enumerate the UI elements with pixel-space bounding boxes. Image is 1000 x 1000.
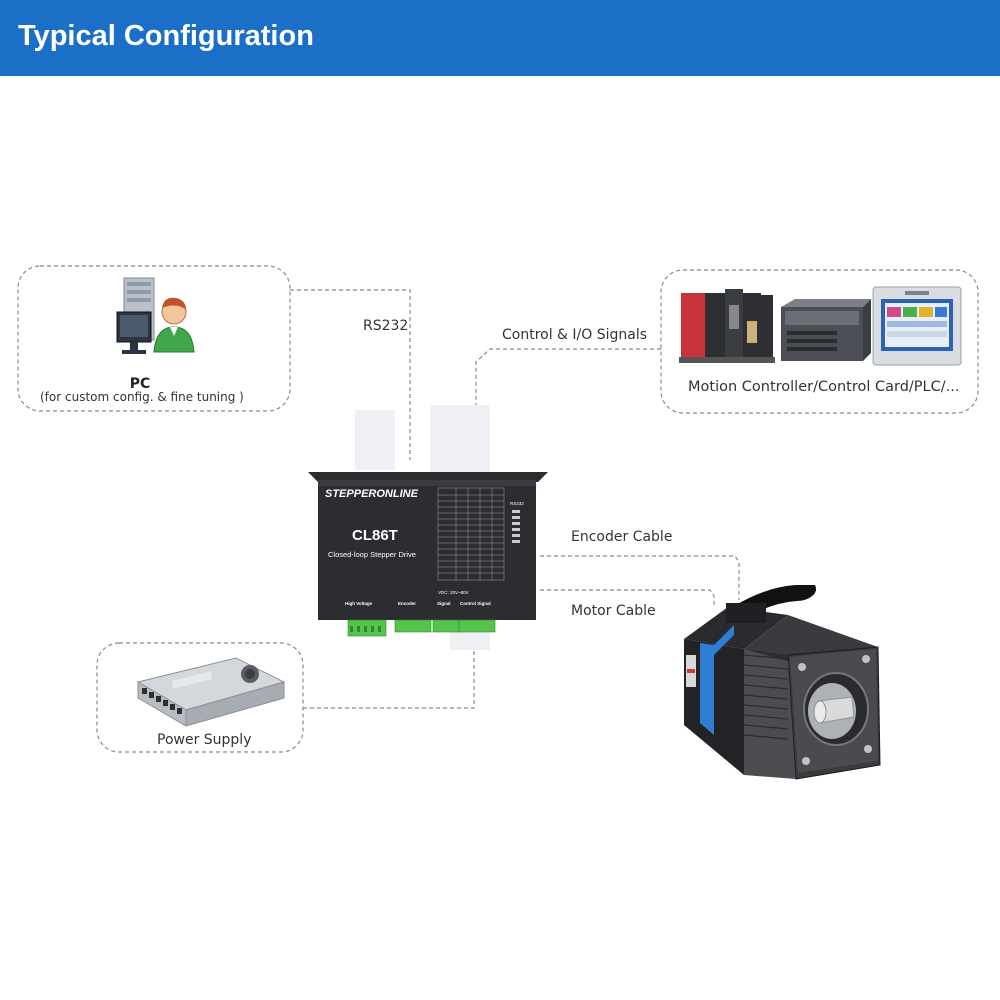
power-supply-box: [96, 642, 304, 753]
control-io-label: Control & I/O Signals: [502, 327, 648, 343]
controller-box: [660, 269, 979, 414]
power-supply-caption: Power Supply: [157, 732, 252, 748]
encoder-line: [540, 555, 740, 600]
plc-icon: [679, 289, 775, 363]
drive-description: Closed-loop Stepper Drive: [328, 550, 416, 559]
motor-line: [540, 589, 715, 605]
section-control-signal: Control Signal: [460, 601, 491, 606]
motor-cable-label: Motor Cable: [571, 603, 656, 619]
pc-icon: [116, 277, 195, 354]
power-line: [303, 640, 475, 709]
stepper-motor: [684, 585, 881, 780]
stepper-drive: STEPPERONLINE CL86T Closed-loop Stepper …: [308, 405, 548, 650]
drive-vdc: VDC: 20V~80V: [438, 590, 469, 595]
pc-title: PC: [129, 376, 151, 392]
section-high-voltage: High Voltage: [345, 601, 373, 606]
section-encoder: Encoder: [398, 601, 416, 606]
controller-icons: [679, 286, 962, 366]
pulse-table: [437, 487, 505, 581]
rs232-label: RS232: [363, 318, 409, 334]
header-bar: Typical Configuration: [0, 0, 1000, 76]
controller-caption: Motion Controller/Control Card/PLC/...: [688, 379, 960, 395]
drive-rs232-port: RS232: [510, 501, 524, 506]
drive-brand: STEPPERONLINE: [325, 488, 419, 500]
industrial-pc-icon: [781, 299, 871, 361]
rs232-line: [290, 289, 411, 460]
hmi-panel-icon: [872, 286, 962, 366]
pc-box: [17, 265, 291, 412]
page-title: Typical Configuration: [18, 20, 314, 52]
section-signal: Signal: [437, 601, 451, 606]
power-supply-icon: [136, 657, 286, 727]
drive-model: CL86T: [352, 527, 398, 544]
pc-subtitle: (for custom config. & fine tuning ): [40, 390, 244, 404]
encoder-cable-label: Encoder Cable: [571, 529, 673, 545]
